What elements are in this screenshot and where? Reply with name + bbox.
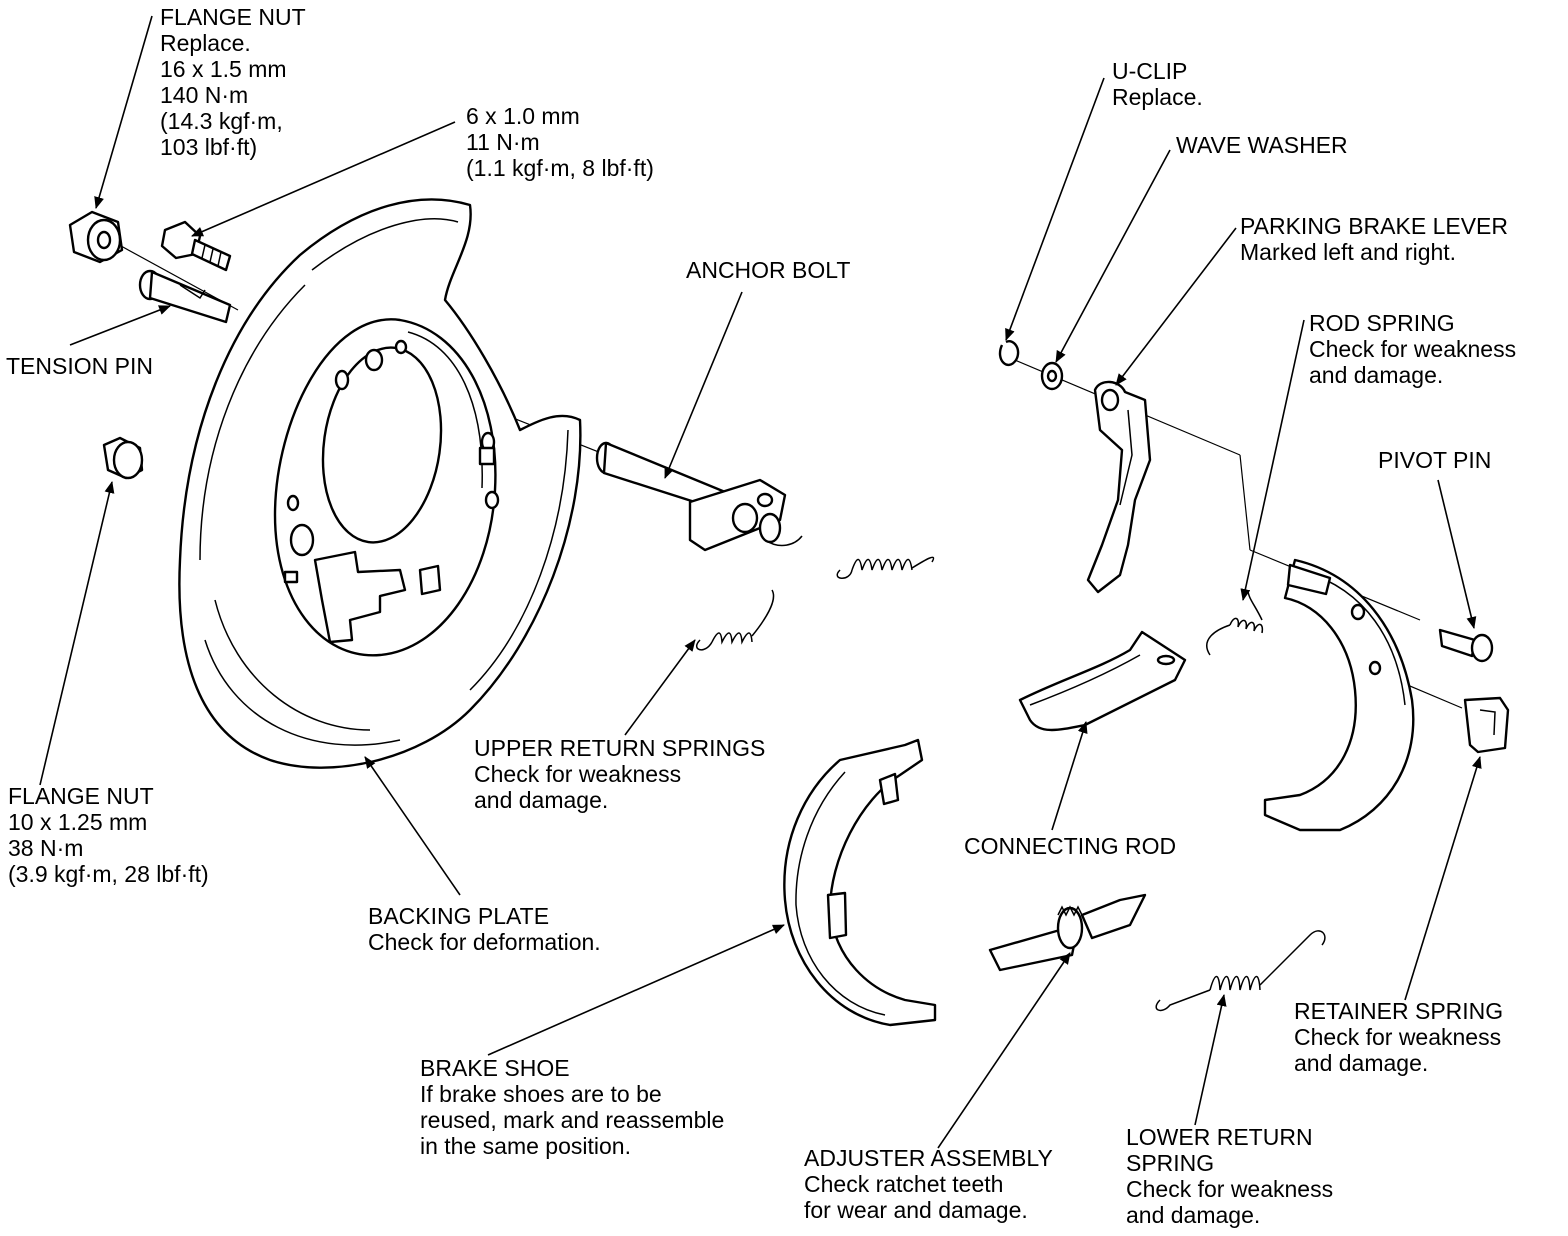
bolt-6mm-part bbox=[160, 220, 232, 272]
retainer-spring-part bbox=[1463, 696, 1510, 754]
connecting-rod-part bbox=[1018, 630, 1187, 732]
leader-lines bbox=[39, 15, 1482, 1149]
label-pivot-pin: PIVOT PIN bbox=[1378, 447, 1492, 473]
parking-brake-lever-part bbox=[1086, 380, 1152, 594]
rod-spring-part bbox=[1206, 589, 1264, 656]
label-tension-pin: TENSION PIN bbox=[6, 353, 153, 379]
upper-return-spring-1 bbox=[836, 556, 935, 579]
right-brake-shoe-part bbox=[1263, 558, 1415, 832]
lower-return-spring-part bbox=[1155, 930, 1326, 1012]
label-anchor-bolt: ANCHOR BOLT bbox=[686, 257, 851, 283]
flange-nut-top-part bbox=[68, 210, 124, 264]
wave-washer-part bbox=[1040, 361, 1064, 391]
flange-nut-bottom-part bbox=[102, 436, 144, 480]
label-wave-washer: WAVE WASHER bbox=[1176, 132, 1348, 158]
label-connecting-rod: CONNECTING ROD bbox=[964, 833, 1177, 859]
left-brake-shoe-part bbox=[783, 738, 937, 1027]
adjuster-assembly-part bbox=[988, 893, 1147, 972]
tension-pin-part bbox=[138, 269, 232, 324]
pivot-pin-part bbox=[1438, 628, 1494, 663]
backing-plate bbox=[178, 198, 582, 769]
u-clip-part bbox=[998, 340, 1020, 367]
anchor-bolt-part bbox=[595, 441, 803, 552]
upper-return-spring-2 bbox=[695, 589, 775, 651]
